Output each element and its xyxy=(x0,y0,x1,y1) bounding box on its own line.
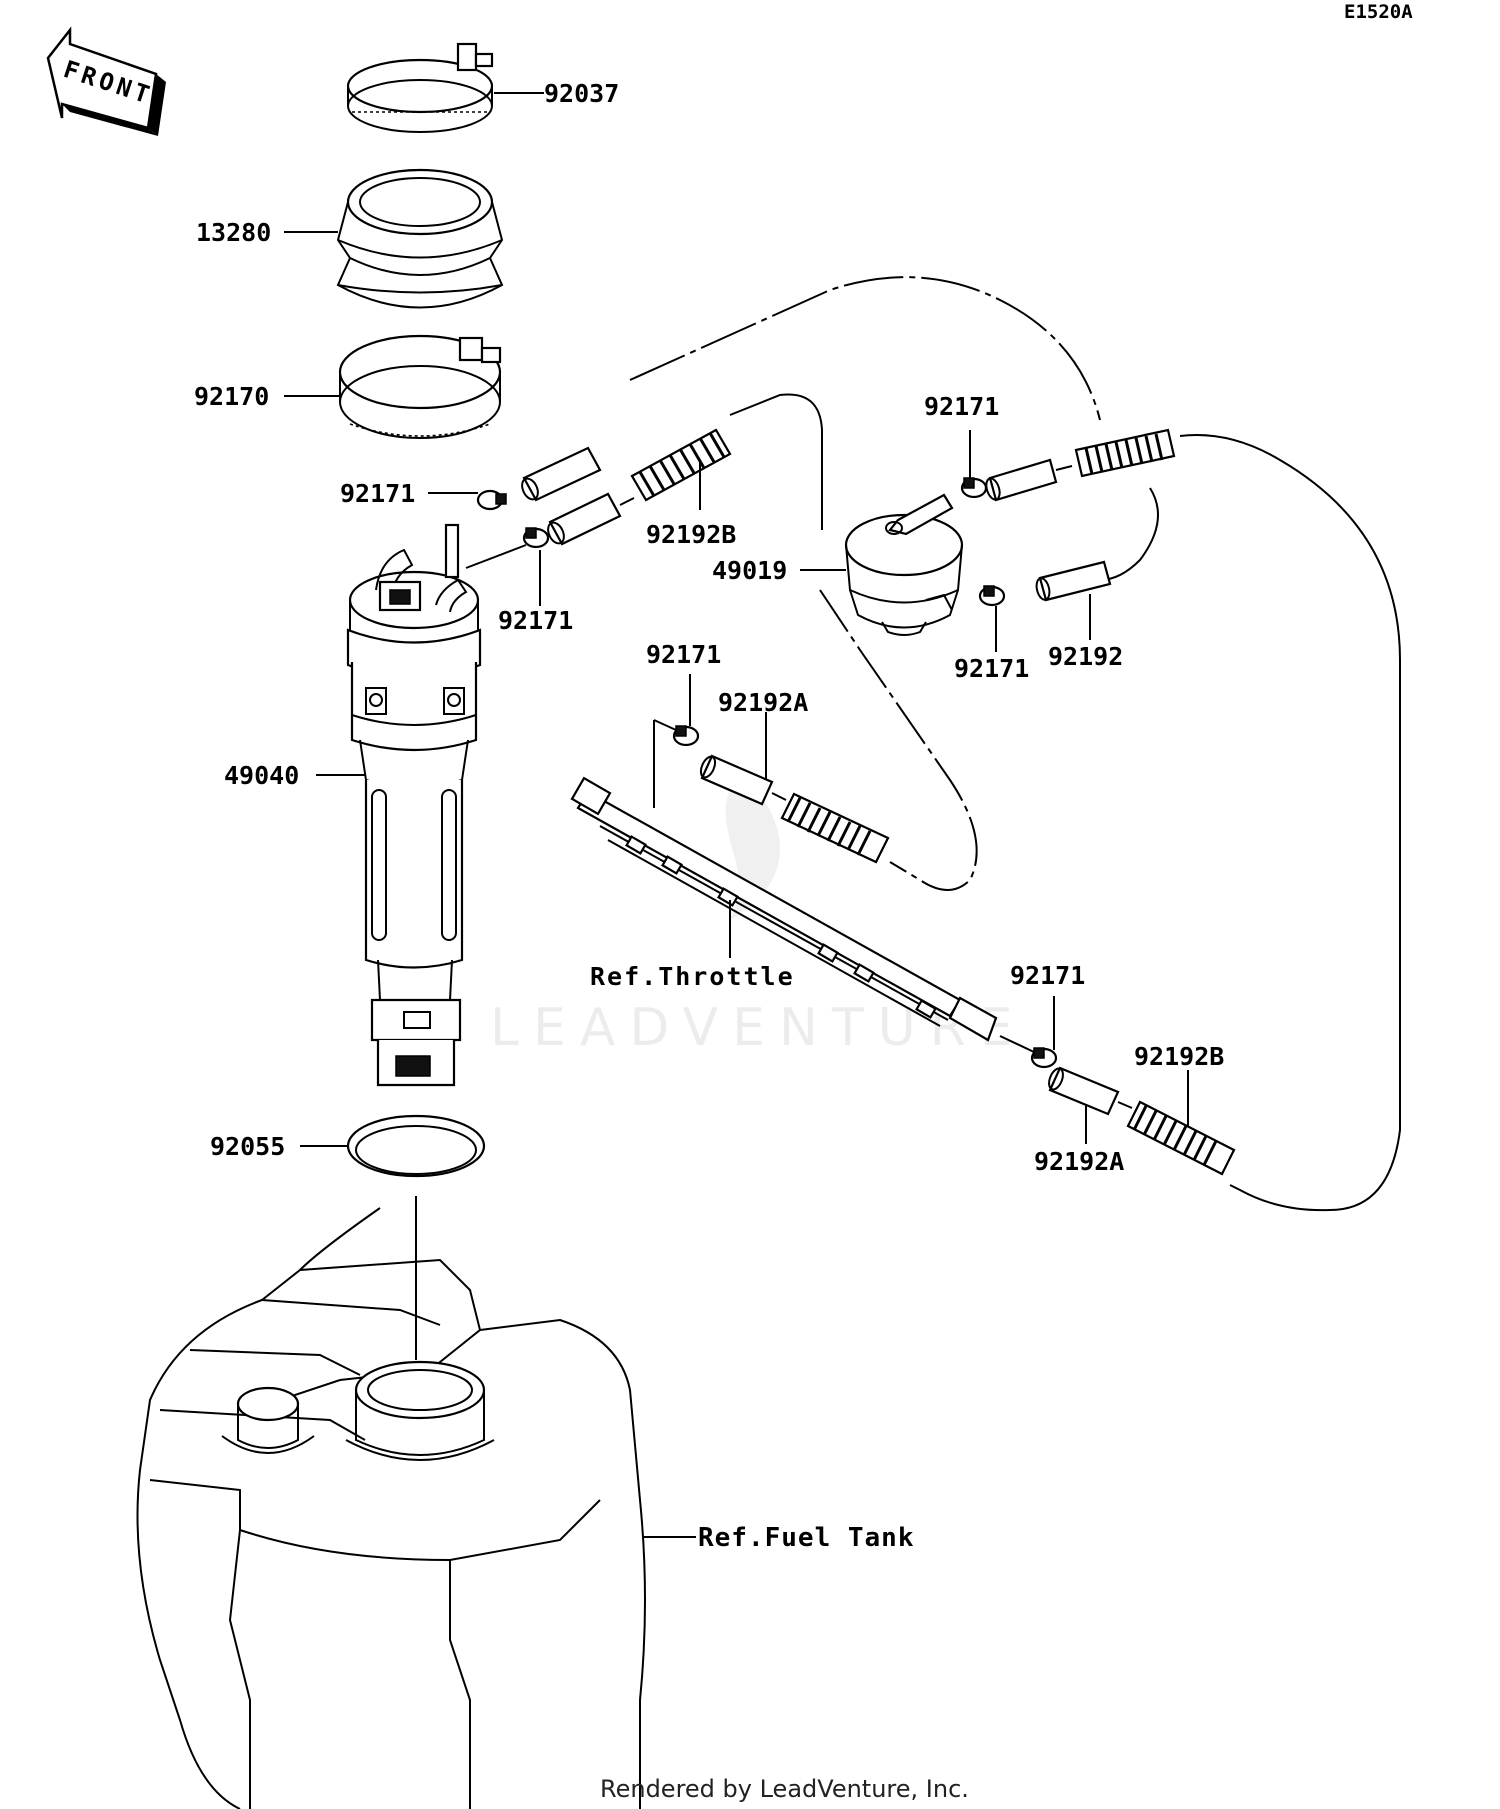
label-92171-d: 92171 xyxy=(954,654,1029,683)
label-92192B-b: 92192B xyxy=(1134,1042,1224,1071)
label-49040: 49040 xyxy=(224,761,299,790)
label-92192B-a: 92192B xyxy=(646,520,736,549)
fuel-filter-49019 xyxy=(844,493,964,636)
o-ring-92055 xyxy=(346,1114,486,1178)
label-92171-f: 92171 xyxy=(1010,961,1085,990)
clamp-92170 xyxy=(338,334,502,439)
label-49019: 49019 xyxy=(712,556,787,585)
label-92192A-a: 92192A xyxy=(718,688,808,717)
fuel-tank xyxy=(136,1207,646,1809)
clip-92171-left xyxy=(476,489,507,511)
clip-92171-filter-lower xyxy=(978,585,1006,607)
diagram-code: E1520A xyxy=(1344,1,1413,23)
clip-92171-pump xyxy=(522,527,550,549)
clip-92171-throttle-upper xyxy=(672,725,700,747)
label-92055: 92055 xyxy=(210,1132,285,1161)
hose-92192A-lower xyxy=(1048,1066,1120,1116)
hose-92192 xyxy=(1035,560,1112,602)
fuel-pump-49040 xyxy=(346,523,482,1087)
label-92171-b: 92171 xyxy=(498,606,573,635)
spring-hose-right-upper xyxy=(1074,428,1176,478)
front-arrow-icon xyxy=(46,26,166,136)
label-92171-c: 92171 xyxy=(924,392,999,421)
label-92171-e: 92171 xyxy=(646,640,721,669)
spring-hose-middle xyxy=(780,792,890,864)
label-92170: 92170 xyxy=(194,382,269,411)
clip-92171-filter-upper xyxy=(960,477,988,499)
spring-hose-92192B-upper xyxy=(630,428,732,502)
label-92192A-b: 92192A xyxy=(1034,1147,1124,1176)
label-ref-throttle: Ref.Throttle xyxy=(590,962,795,991)
label-92192: 92192 xyxy=(1048,642,1123,671)
label-ref-fuel-tank: Ref.Fuel Tank xyxy=(698,1523,915,1553)
hose-filter-upper xyxy=(985,458,1058,502)
hose-92192A-upper xyxy=(699,754,774,806)
label-92037: 92037 xyxy=(544,79,619,108)
hose-short-upper xyxy=(521,446,602,502)
clamp-92037 xyxy=(346,42,494,133)
throttle-fuel-rail xyxy=(570,776,998,1042)
clip-92171-lower xyxy=(1030,1047,1058,1069)
hose-short-lower xyxy=(547,492,622,546)
spring-hose-92192B-lower xyxy=(1126,1100,1236,1176)
label-92171-a: 92171 xyxy=(340,479,415,508)
label-13280: 13280 xyxy=(196,218,271,247)
boot-13280 xyxy=(336,168,504,309)
footer-credit: Rendered by LeadVenture, Inc. xyxy=(600,1775,969,1803)
